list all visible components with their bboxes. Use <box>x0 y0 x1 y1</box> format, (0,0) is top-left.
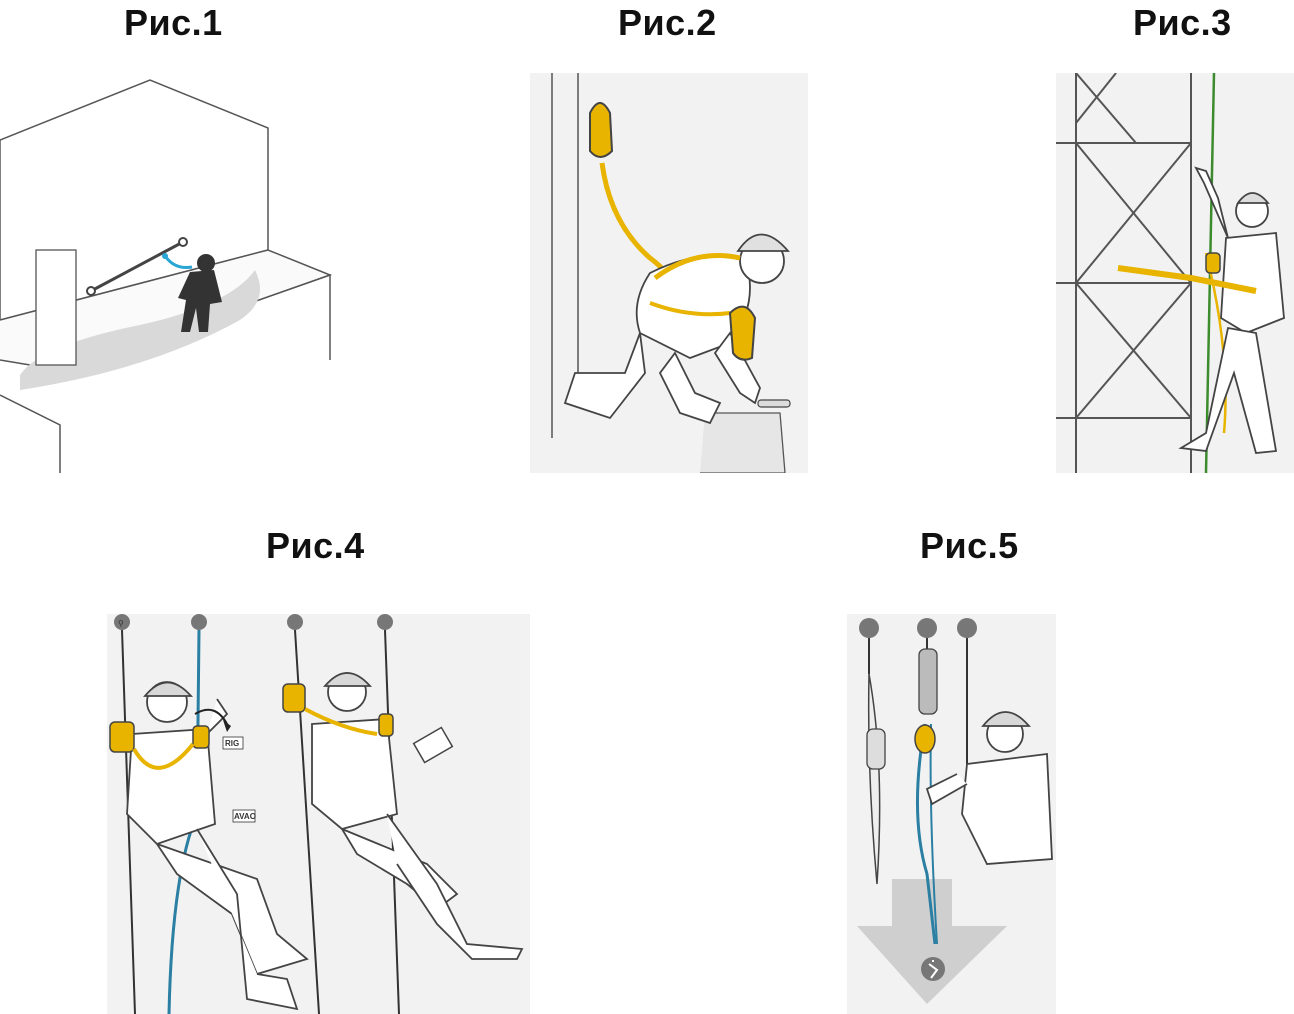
figure-4-illustration: ⚲ RIG AVAO <box>107 614 530 1014</box>
rope-grab <box>378 713 394 737</box>
anchor-icon <box>178 237 188 247</box>
worker-figure <box>311 672 524 960</box>
kneeling-worker-drawing <box>551 73 791 473</box>
safe-zone-shadow <box>20 270 260 390</box>
worker-figure <box>925 715 1053 865</box>
anchor-point <box>757 399 791 408</box>
clipboard <box>412 726 454 764</box>
anchor-icon <box>859 618 879 638</box>
figure-5-illustration <box>847 614 1056 1014</box>
figure-2-caption: Рис.2 <box>618 2 717 43</box>
anchor-icon <box>917 618 937 638</box>
descender <box>109 721 135 753</box>
figure-3-illustration <box>1056 73 1294 473</box>
helmet <box>1236 192 1270 204</box>
falling-person-icon <box>921 957 945 981</box>
lanyard-hook <box>589 102 614 158</box>
lanyard-hook <box>728 305 757 361</box>
label-rig: RIG <box>225 739 239 748</box>
tower-worker-drawing <box>1056 73 1285 473</box>
helmet <box>981 711 1031 727</box>
worker-silhouette <box>178 254 222 332</box>
rope-grab <box>192 725 210 749</box>
helmet <box>323 672 372 687</box>
anchor-icon <box>377 614 393 630</box>
worker-figure <box>563 238 785 425</box>
harness <box>653 253 741 281</box>
figure-4-caption: Рис.4 <box>266 525 365 566</box>
figure-5-caption: Рис.5 <box>920 525 1019 566</box>
anchor-icon <box>957 618 977 638</box>
rotate-arrow <box>194 708 228 725</box>
figure-2-illustration <box>530 73 808 473</box>
lattice-tower <box>1056 73 1192 473</box>
down-arrow-icon <box>857 879 1007 1004</box>
label-avao: AVAO <box>234 812 256 821</box>
rope-grab <box>1205 252 1221 274</box>
helmet <box>736 233 790 252</box>
anchor-icon <box>86 286 96 296</box>
rope-system-drawing <box>857 618 1053 1004</box>
figure-1-caption: Рис.1 <box>124 2 223 43</box>
svg-text:⚲: ⚲ <box>118 619 124 628</box>
figure-1-illustration <box>0 70 335 473</box>
positioning-lanyard <box>1117 265 1257 294</box>
anchor-icon <box>287 614 303 630</box>
roof-door <box>35 249 77 366</box>
horizontal-lifeline <box>90 240 184 293</box>
rope-bag <box>867 673 881 885</box>
anchor-icon <box>191 614 207 630</box>
worker-figure <box>1178 166 1285 454</box>
descender <box>282 683 306 713</box>
rooftop-lifeline-drawing <box>0 79 333 473</box>
worker-figure <box>126 681 309 1011</box>
helmet <box>143 681 194 697</box>
anchor-icon: ⚲ <box>114 614 130 630</box>
descender <box>914 724 936 754</box>
rope-access-workers-drawing: ⚲ RIG AVAO <box>109 614 524 1014</box>
figure-3-caption: Рис.3 <box>1133 2 1232 43</box>
